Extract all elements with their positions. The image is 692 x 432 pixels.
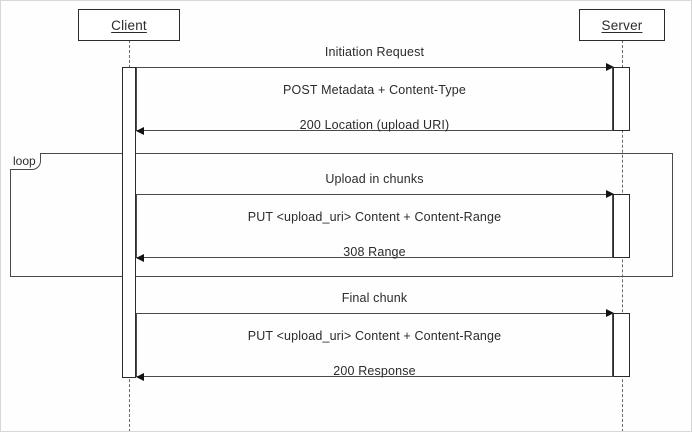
message-group-box-1: [136, 67, 613, 131]
fragment-loop-operator-tag: loop: [10, 153, 41, 170]
message-group-box-2: [136, 194, 613, 258]
activation-server-3: [613, 313, 630, 377]
arrow-head-response-3: [136, 372, 144, 381]
message-caption-8: PUT <upload_uri> Content + Content-Range: [247, 329, 502, 343]
arrow-head-request-1: [606, 62, 614, 71]
message-caption-3: 200 Location (upload URI): [299, 118, 450, 132]
arrow-head-response-2: [136, 253, 144, 262]
message-caption-1: Initiation Request: [324, 45, 425, 59]
message-caption-2: POST Metadata + Content-Type: [283, 83, 466, 97]
participant-server-label: Server: [601, 17, 643, 33]
message-caption-7: Final chunk: [341, 291, 408, 305]
message-caption-4: Upload in chunks: [325, 172, 424, 186]
message-group-box-3: [136, 313, 613, 377]
participant-client-label: Client: [111, 17, 147, 33]
activation-server-2: [613, 194, 630, 258]
participant-client[interactable]: Client: [78, 9, 180, 41]
activation-server-1: [613, 67, 630, 131]
message-caption-9: 200 Response: [333, 364, 416, 378]
arrow-head-response-1: [136, 126, 144, 135]
arrow-head-request-2: [606, 189, 614, 198]
fragment-loop[interactable]: [10, 153, 673, 277]
message-caption-6: 308 Range: [343, 245, 406, 259]
activation-client: [122, 67, 136, 378]
fragment-loop-operator-label: loop: [13, 154, 36, 168]
message-caption-5: PUT <upload_uri> Content + Content-Range: [247, 210, 502, 224]
participant-server[interactable]: Server: [579, 9, 665, 41]
arrow-head-request-3: [606, 308, 614, 317]
